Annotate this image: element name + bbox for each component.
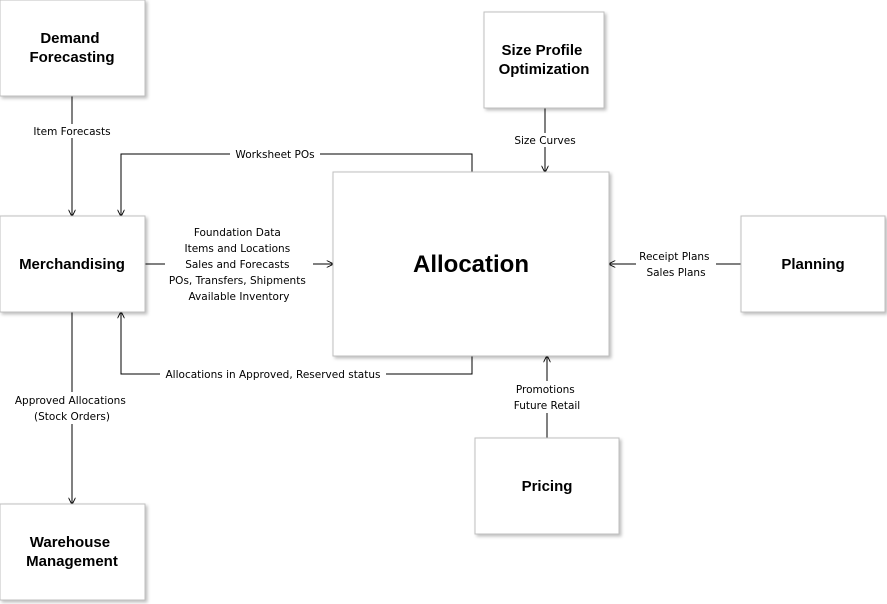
node-title: Size Profile Optimization [499, 42, 590, 78]
label-merch-to-alloc: Foundation Data Items and Locations Sale… [169, 227, 309, 303]
node-pricing[interactable]: Pricing [474, 437, 620, 535]
node-warehouse-management[interactable]: Warehouse Management [0, 503, 146, 601]
label-item-forecasts: Item Forecasts [33, 126, 110, 138]
label-worksheet-pos: Worksheet POs [235, 149, 314, 161]
node-planning[interactable]: Planning [740, 215, 886, 313]
label-planning-to-alloc: Receipt Plans Sales Plans [639, 251, 713, 279]
node-title: Demand Forecasting [29, 30, 114, 66]
node-demand-forecasting[interactable]: Demand Forecasting [0, 0, 146, 97]
node-size-profile-optimization[interactable]: Size Profile Optimization [483, 11, 605, 109]
node-title: Warehouse Management [26, 534, 118, 570]
node-title: Pricing [522, 478, 573, 495]
node-merchandising[interactable]: Merchandising [0, 215, 146, 313]
node-title: Allocation [413, 251, 529, 278]
label-merch-to-warehouse: Approved Allocations (Stock Orders) [15, 395, 129, 423]
flow-labels: Item Forecasts Size Curves Worksheet POs… [10, 124, 716, 424]
node-title: Merchandising [19, 256, 125, 273]
label-pricing-to-alloc: Promotions Future Retail [514, 384, 580, 412]
label-alloc-to-merch: Allocations in Approved, Reserved status [166, 369, 381, 381]
label-size-curves: Size Curves [514, 135, 575, 147]
node-allocation[interactable]: Allocation [332, 171, 610, 357]
node-title: Planning [781, 256, 844, 273]
